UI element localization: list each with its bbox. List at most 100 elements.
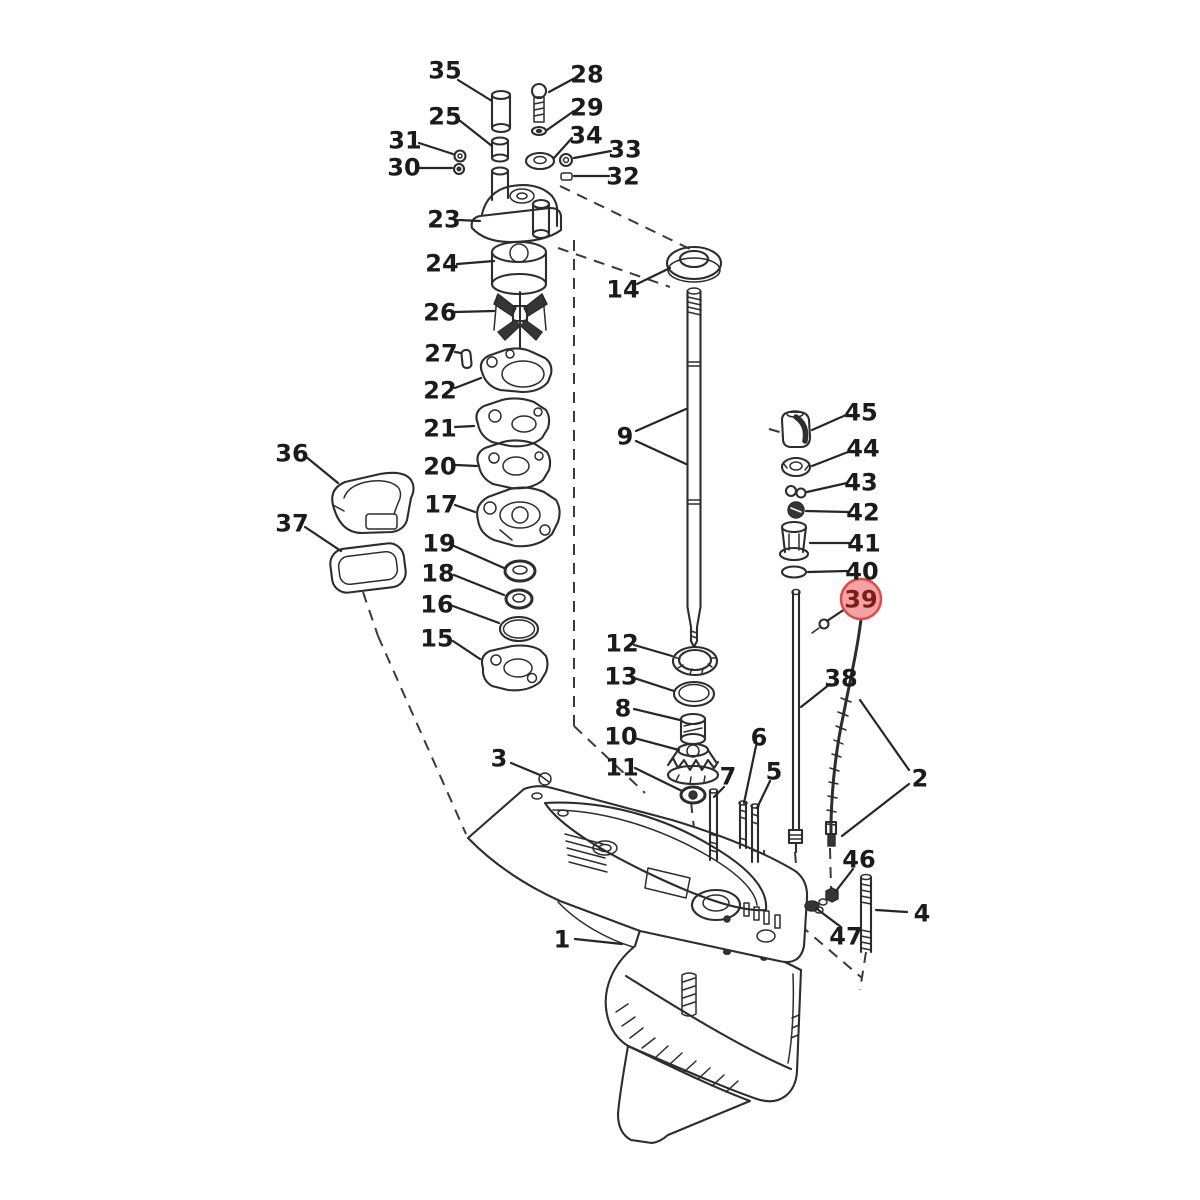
svg-text:47: 47 xyxy=(829,923,862,951)
part-label-36[interactable]: 36 xyxy=(275,440,340,485)
studs-5-6-7 xyxy=(708,788,760,864)
body-vent-slot xyxy=(681,972,697,1017)
part-label-31[interactable]: 31 xyxy=(388,127,455,156)
part-label-39[interactable]: 39 xyxy=(825,577,883,623)
shift-cable-part2 xyxy=(824,603,867,847)
svg-text:12: 12 xyxy=(605,630,638,658)
part-label-9[interactable]: 9 xyxy=(617,407,688,466)
part-label-25[interactable]: 25 xyxy=(428,103,494,148)
part-label-46[interactable]: 46 xyxy=(834,846,876,893)
part-label-35[interactable]: 35 xyxy=(428,57,494,103)
impeller-part26 xyxy=(493,290,548,350)
part-label-14[interactable]: 14 xyxy=(606,266,672,304)
part-label-4[interactable]: 4 xyxy=(874,900,931,928)
part-label-2[interactable]: 2 xyxy=(840,698,928,838)
gasket-part21 xyxy=(475,397,551,448)
part-label-47[interactable]: 47 xyxy=(815,907,863,951)
svg-text:38: 38 xyxy=(824,665,857,693)
svg-text:26: 26 xyxy=(423,299,456,327)
part-labels: 1234567891011121314151617181920212223242… xyxy=(275,57,930,954)
part-label-8[interactable]: 8 xyxy=(615,695,682,723)
svg-text:14: 14 xyxy=(606,276,639,304)
part-label-20[interactable]: 20 xyxy=(423,453,479,481)
svg-text:27: 27 xyxy=(424,340,457,368)
part-label-38[interactable]: 38 xyxy=(799,665,858,709)
part-label-1[interactable]: 1 xyxy=(554,926,624,954)
part-label-19[interactable]: 19 xyxy=(422,530,506,570)
svg-text:5: 5 xyxy=(766,758,783,786)
svg-text:42: 42 xyxy=(846,499,879,527)
svg-text:10: 10 xyxy=(604,723,637,751)
part-label-6[interactable]: 6 xyxy=(742,724,767,805)
svg-text:17: 17 xyxy=(424,491,457,519)
svg-text:34: 34 xyxy=(569,122,602,150)
part-label-24[interactable]: 24 xyxy=(425,250,496,278)
part-label-28[interactable]: 28 xyxy=(547,61,604,94)
part-label-26[interactable]: 26 xyxy=(423,299,496,327)
svg-text:4: 4 xyxy=(914,900,931,928)
svg-text:20: 20 xyxy=(423,453,456,481)
part-label-32[interactable]: 32 xyxy=(572,163,640,191)
ring-threads xyxy=(673,656,717,675)
svg-text:31: 31 xyxy=(388,127,421,155)
shaft-splines xyxy=(686,296,702,505)
highlight-circle[interactable] xyxy=(839,577,883,621)
svg-text:13: 13 xyxy=(604,663,637,691)
part-label-15[interactable]: 15 xyxy=(420,625,482,661)
part-label-10[interactable]: 10 xyxy=(604,723,681,752)
svg-text:45: 45 xyxy=(844,399,877,427)
svg-text:22: 22 xyxy=(423,377,456,405)
part-label-27[interactable]: 27 xyxy=(424,340,463,368)
svg-text:33: 33 xyxy=(608,136,641,164)
part-label-40[interactable]: 40 xyxy=(806,558,879,586)
plate-part15 xyxy=(480,644,549,692)
svg-text:29: 29 xyxy=(570,94,603,122)
part-label-12[interactable]: 12 xyxy=(605,630,674,658)
part-label-11[interactable]: 11 xyxy=(605,754,684,793)
part-label-3[interactable]: 3 xyxy=(491,745,542,777)
svg-text:46: 46 xyxy=(842,846,875,874)
svg-text:11: 11 xyxy=(605,754,638,782)
part-label-21[interactable]: 21 xyxy=(423,415,476,443)
part-label-16[interactable]: 16 xyxy=(420,591,501,625)
intake-housing-part36 xyxy=(331,471,415,535)
svg-text:23: 23 xyxy=(427,206,460,234)
part-label-23[interactable]: 23 xyxy=(427,206,482,234)
part-label-17[interactable]: 17 xyxy=(424,491,477,519)
part-label-34[interactable]: 34 xyxy=(552,122,603,160)
shift-cam-part45 xyxy=(780,410,812,449)
svg-text:8: 8 xyxy=(615,695,632,723)
part-label-29[interactable]: 29 xyxy=(545,94,604,132)
svg-text:1: 1 xyxy=(554,926,571,954)
svg-text:19: 19 xyxy=(422,530,455,558)
part-label-22[interactable]: 22 xyxy=(423,377,483,405)
part-label-45[interactable]: 45 xyxy=(810,399,878,432)
intake-gasket-part37 xyxy=(329,542,407,594)
part-label-33[interactable]: 33 xyxy=(572,136,642,164)
part-label-44[interactable]: 44 xyxy=(810,435,880,468)
part-label-7[interactable]: 7 xyxy=(712,763,737,799)
svg-text:24: 24 xyxy=(425,250,458,278)
part-label-37[interactable]: 37 xyxy=(275,510,343,553)
part-label-18[interactable]: 18 xyxy=(421,560,506,597)
shift-shaft-assembly-drawing xyxy=(708,410,873,954)
part-label-30[interactable]: 30 xyxy=(387,154,454,182)
pin-part39 xyxy=(811,618,830,634)
part-label-43[interactable]: 43 xyxy=(805,469,878,497)
svg-text:36: 36 xyxy=(275,440,308,468)
svg-text:39: 39 xyxy=(844,586,877,614)
svg-text:41: 41 xyxy=(847,530,880,558)
svg-text:40: 40 xyxy=(845,558,878,586)
svg-text:7: 7 xyxy=(720,763,737,791)
pump-housing-part23 xyxy=(470,166,563,244)
part-label-42[interactable]: 42 xyxy=(804,499,880,527)
part-label-41[interactable]: 41 xyxy=(808,530,881,558)
part-label-5[interactable]: 5 xyxy=(755,758,783,810)
svg-text:37: 37 xyxy=(275,510,308,538)
svg-text:44: 44 xyxy=(846,435,879,463)
part-label-13[interactable]: 13 xyxy=(604,663,676,693)
gearcase-housing-drawing xyxy=(466,772,809,1145)
pump-base-part17 xyxy=(476,486,561,548)
